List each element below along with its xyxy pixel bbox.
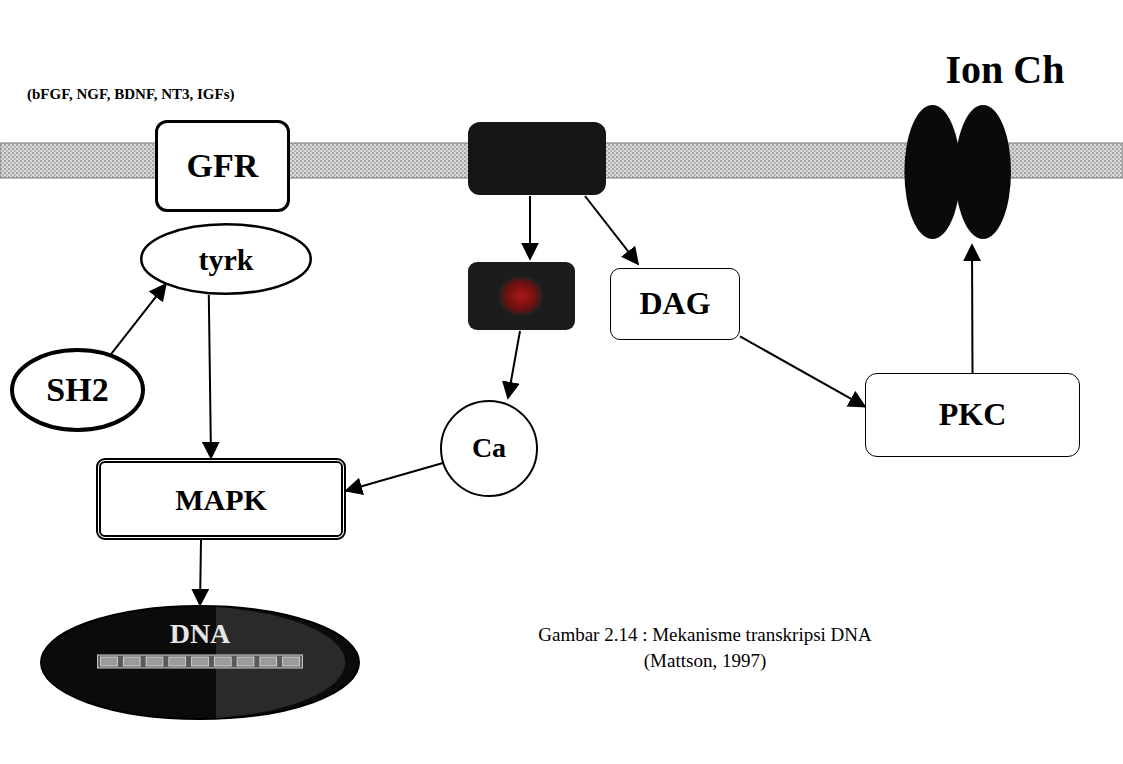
domain-ellipse: SH2	[10, 348, 145, 432]
ion-channel: Ion Ch	[895, 40, 1115, 245]
dna-segment	[169, 657, 186, 666]
arrow-connector	[971, 245, 974, 373]
process-box: DAG	[610, 268, 740, 340]
arrow-connector	[346, 463, 443, 491]
node-label: tyrk	[199, 243, 254, 276]
node-label: GFR	[187, 147, 259, 184]
receptor-box: GFR	[155, 120, 290, 212]
kinase-box: MAPK	[96, 458, 346, 540]
node-label: DAG	[639, 286, 710, 321]
node-label: PKC	[939, 397, 1007, 432]
arrow-connector	[111, 284, 166, 354]
arrow-connector	[209, 295, 211, 458]
factor-list: (bFGF, NGF, BDNF, NT3, IGFs)	[27, 86, 235, 103]
arrow-connector	[200, 540, 201, 605]
dna-segment	[101, 657, 118, 666]
arrow-line	[508, 331, 520, 398]
node-label: Ca	[472, 433, 506, 464]
nucleus-fill	[41, 606, 359, 719]
dna-segment	[123, 657, 140, 666]
node-label: DNA	[170, 619, 231, 650]
dna-segment	[214, 657, 231, 666]
dna-segment	[260, 657, 277, 666]
channel-subunit	[904, 105, 960, 239]
arrow-line	[529, 196, 531, 259]
node-label: MAPK	[175, 483, 267, 516]
messenger-block	[468, 262, 575, 330]
node-label: Ion Ch	[946, 48, 1065, 92]
dna-segment	[283, 657, 300, 666]
enzyme-ellipse: tyrk	[140, 223, 312, 295]
messenger-core	[499, 276, 543, 316]
dna-segment	[192, 657, 209, 666]
dna-strand	[98, 655, 303, 668]
ion-circle: Ca	[440, 400, 538, 497]
figure-caption: Gambar 2.14 : Mekanisme transkripsi DNA …	[500, 622, 910, 673]
ellipse-outline	[441, 401, 537, 496]
ellipse-outline	[141, 224, 311, 294]
ellipse-outline	[12, 350, 143, 430]
channel-subunit	[955, 105, 1011, 239]
arrow-connector	[740, 336, 865, 406]
receptor-block	[468, 122, 606, 195]
process-box: PKC	[865, 373, 1080, 457]
dna-segment	[237, 657, 254, 666]
dna-segment	[146, 657, 163, 666]
arrow-line	[585, 196, 638, 264]
node-label: SH2	[46, 371, 108, 408]
nucleus-ellipse: DNA	[40, 605, 360, 720]
